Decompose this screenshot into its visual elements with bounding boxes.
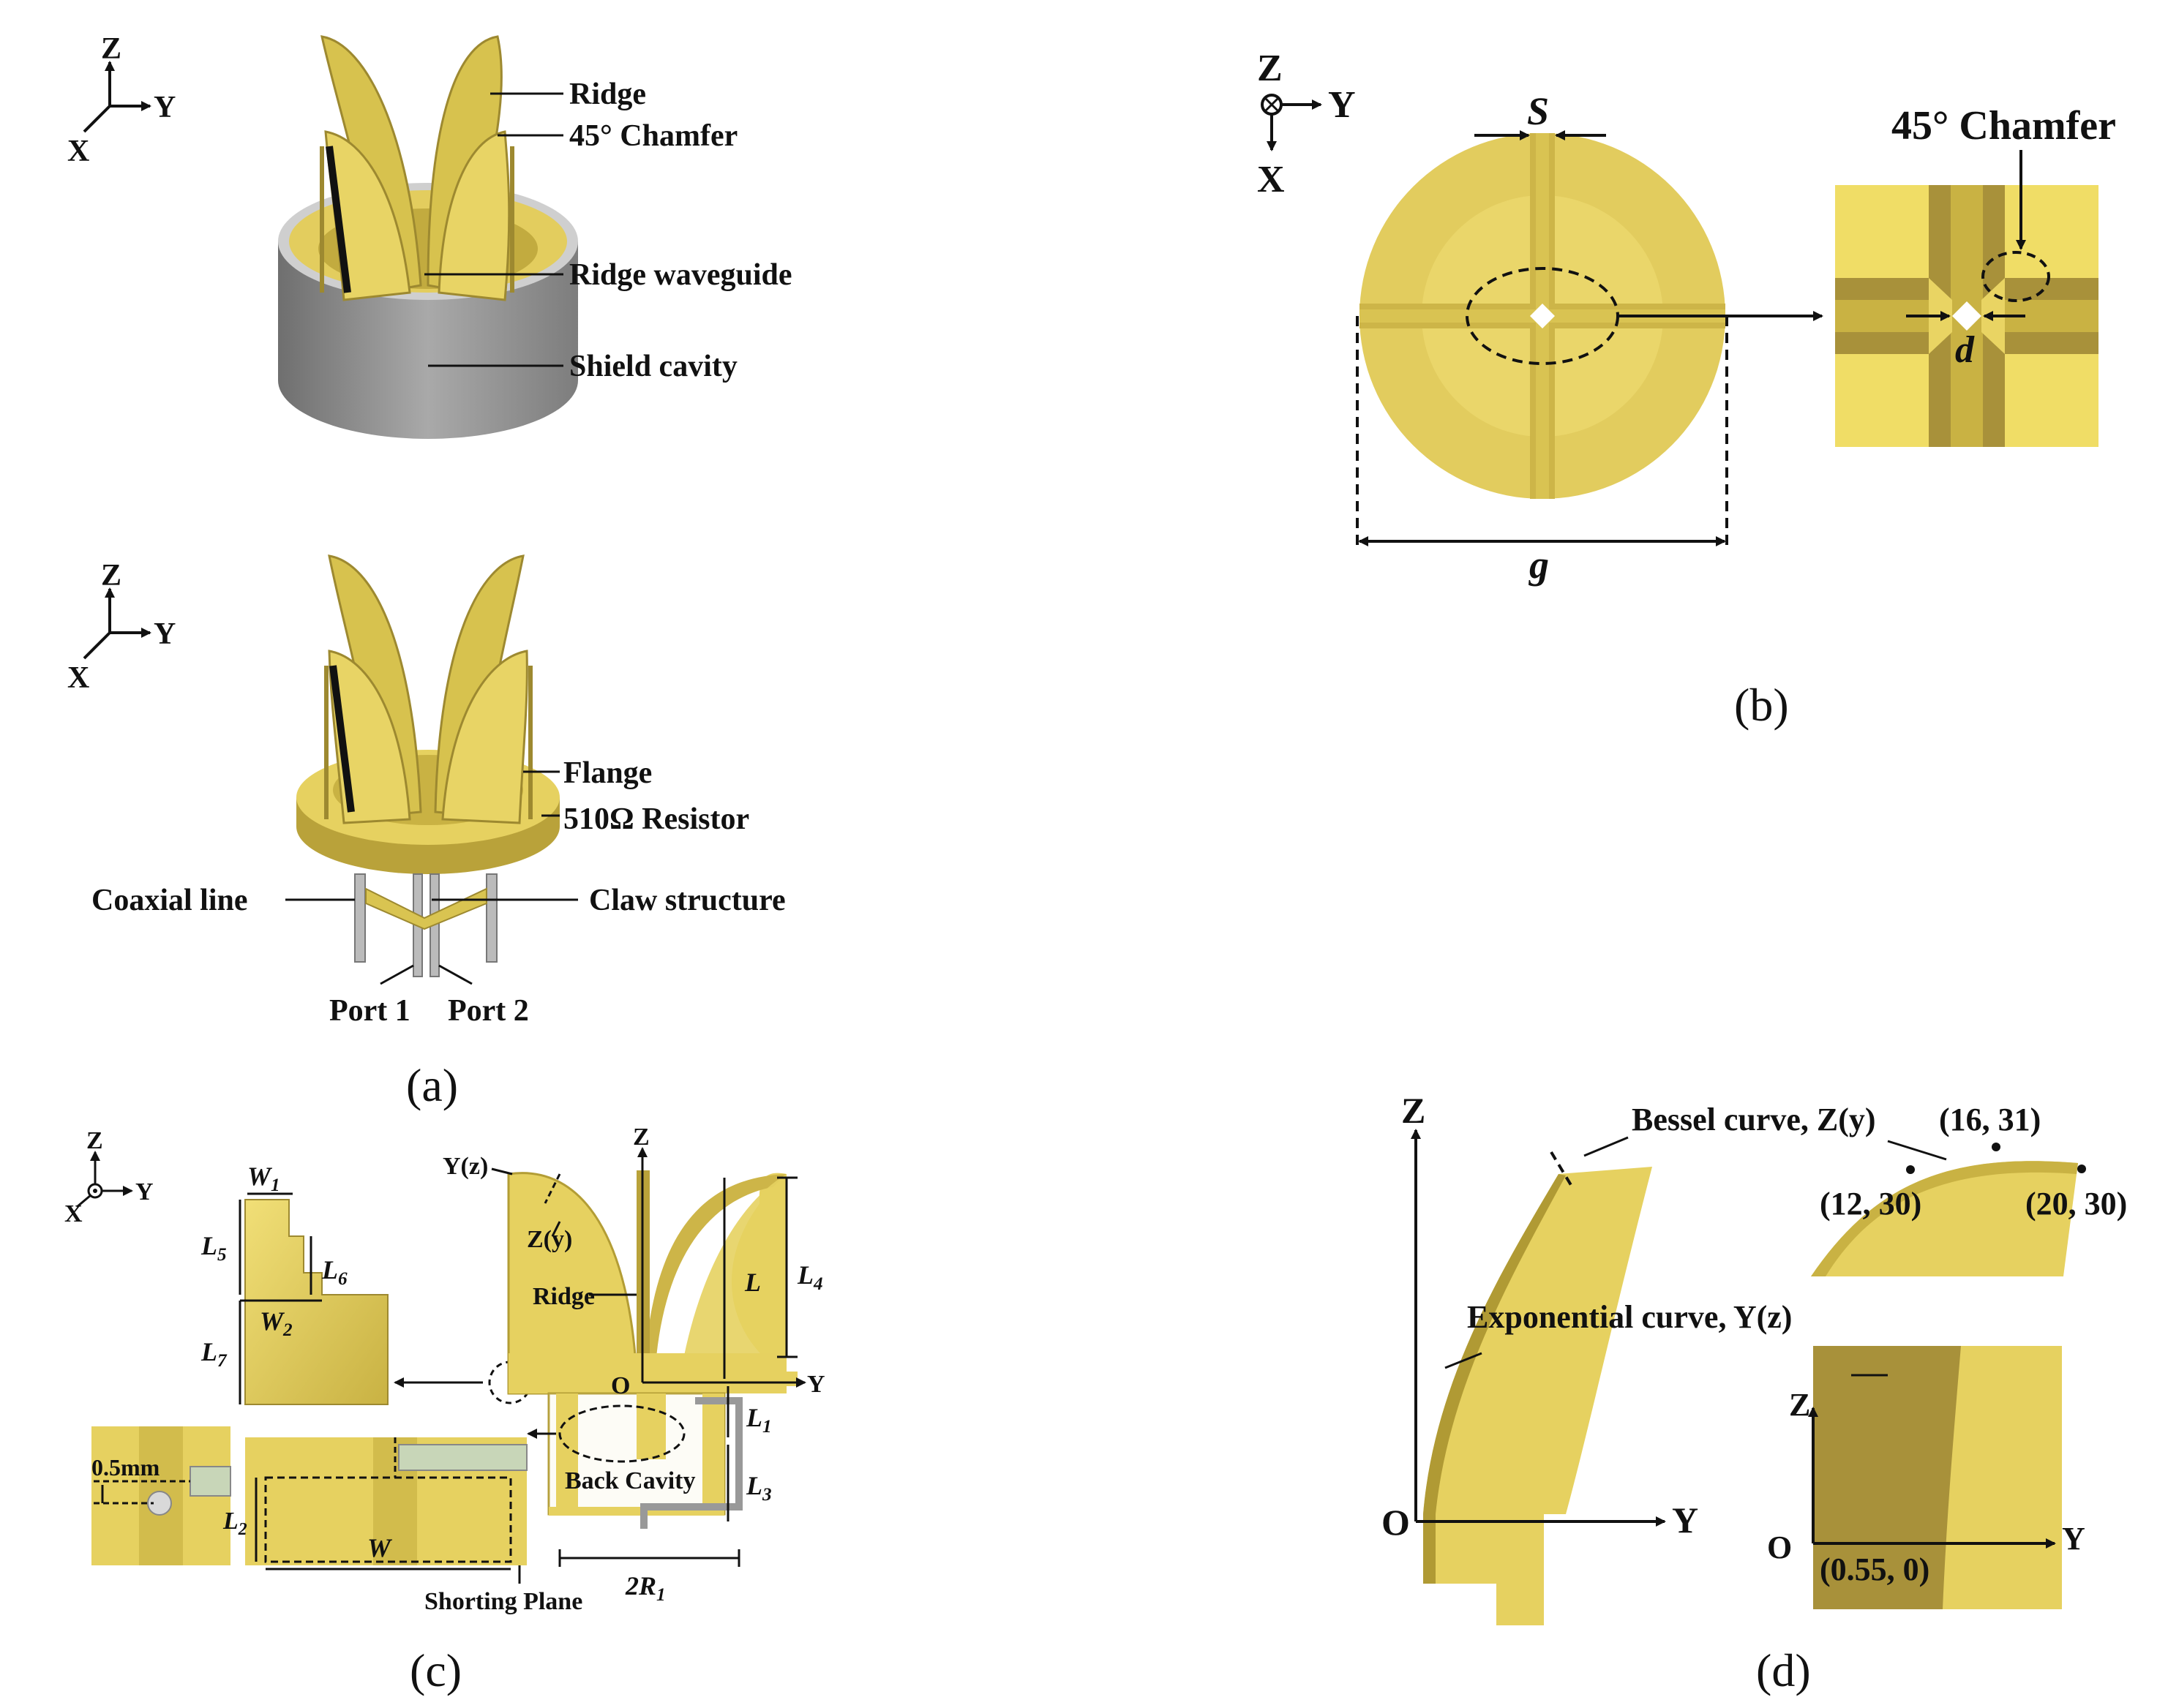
- label-chamfer-b: 45° Chamfer: [1891, 103, 2116, 148]
- label-z-d: Z: [1401, 1090, 1425, 1131]
- label-port-1: Port 1: [329, 994, 410, 1028]
- label-yz: Y(z): [443, 1153, 488, 1180]
- panel-a-top: Z Y X Ridge 45° Chamfer Ridge waveguide: [67, 32, 792, 439]
- label-o-d: O: [1381, 1502, 1410, 1543]
- panel-d: Z O Y Bessel curve, Z(y) Exponential cur…: [1381, 1090, 2127, 1696]
- axis-z-label: Z: [86, 1127, 103, 1154]
- label-port-2: Port 2: [448, 994, 529, 1028]
- panel-b: Z Y X S g: [1257, 48, 2116, 731]
- label-ridge-c: Ridge: [533, 1283, 595, 1310]
- ridges-drawing-top: [320, 35, 514, 301]
- axis-z-label: Z: [1257, 48, 1283, 89]
- claw-step-detail: [244, 1199, 389, 1405]
- label-l5: L5: [200, 1231, 227, 1265]
- ridge-profile-drawing: [1423, 1167, 1652, 1625]
- label-d: d: [1955, 329, 1975, 371]
- caption-c: (c): [410, 1644, 462, 1696]
- label-l3: L3: [746, 1471, 772, 1505]
- label-shorting-plane: Shorting Plane: [424, 1588, 582, 1615]
- label-z-c: Z: [633, 1124, 650, 1151]
- label-coaxial-line: Coaxial line: [91, 884, 248, 917]
- label-y-d: Y: [1672, 1500, 1698, 1540]
- panel-c: Z Y X W1 L5 L6 W2 L7: [64, 1124, 825, 1696]
- axis-x-label: X: [1257, 159, 1285, 200]
- shorting-plane-inset: [245, 1437, 528, 1565]
- label-l4: L4: [797, 1260, 823, 1294]
- top-view-disc: [1359, 133, 1725, 499]
- label-back-cavity: Back Cavity: [565, 1467, 696, 1494]
- label-g: g: [1529, 543, 1549, 587]
- label-p4: (0.55, 0): [1820, 1551, 1929, 1587]
- axis-triad-a-bottom: Z Y X: [67, 559, 176, 695]
- label-ridge-waveguide: Ridge waveguide: [569, 258, 792, 292]
- label-zy: Z(y): [527, 1226, 572, 1253]
- label-p1: (16, 31): [1939, 1102, 2041, 1137]
- label-w: W: [367, 1533, 393, 1562]
- label-resistor: 510Ω Resistor: [563, 802, 749, 836]
- label-0-5mm: 0.5mm: [91, 1454, 160, 1481]
- axis-triad-c: Z Y X: [64, 1127, 154, 1227]
- caption-d: (d): [1756, 1644, 1811, 1696]
- point-16-31: [1992, 1143, 2000, 1151]
- label-p2: (12, 30): [1820, 1186, 1921, 1222]
- label-z2-d: Z: [1789, 1387, 1810, 1423]
- zoom-inset-b: [1835, 185, 2098, 447]
- label-l2: L2: [222, 1508, 247, 1539]
- label-2r1: 2R1: [625, 1571, 666, 1605]
- label-exponential: Exponential curve, Y(z): [1467, 1299, 1792, 1335]
- axis-x-label: X: [67, 661, 89, 695]
- label-shield-cavity: Shield cavity: [569, 350, 738, 383]
- label-l: L: [744, 1268, 761, 1297]
- point-20-30: [2077, 1165, 2086, 1173]
- label-p3: (20, 30): [2025, 1186, 2127, 1222]
- point-12-30: [1906, 1165, 1915, 1174]
- axis-x-label: X: [64, 1200, 83, 1227]
- axis-y-label: Y: [1328, 84, 1356, 126]
- label-o2-d: O: [1767, 1530, 1792, 1565]
- label-o-c: O: [611, 1372, 630, 1399]
- label-y-c: Y: [807, 1371, 825, 1398]
- caption-a: (a): [406, 1059, 458, 1111]
- axis-z-label: Z: [101, 559, 121, 592]
- label-l6: L6: [321, 1255, 348, 1289]
- label-w1: W1: [247, 1162, 280, 1195]
- coax-detail-inset: [91, 1426, 231, 1565]
- label-bessel: Bessel curve, Z(y): [1632, 1102, 1876, 1137]
- label-chamfer: 45° Chamfer: [569, 119, 738, 153]
- label-ridge: Ridge: [569, 78, 646, 111]
- panel-a-bottom: Z Y X Flange: [67, 554, 786, 1111]
- axis-z-label: Z: [101, 32, 121, 66]
- label-l1: L1: [746, 1403, 772, 1437]
- axis-y-label: Y: [154, 91, 176, 124]
- axis-triad-a-top: Z Y X: [67, 32, 176, 168]
- label-s: S: [1527, 89, 1549, 133]
- label-y2-d: Y: [2062, 1521, 2085, 1557]
- axis-triad-b: Z Y X: [1257, 48, 1356, 200]
- label-w2: W2: [260, 1306, 293, 1340]
- bessel-curve-inset: [1811, 1161, 2078, 1276]
- label-flange: Flange: [563, 756, 652, 790]
- axis-y-label: Y: [135, 1178, 154, 1205]
- label-claw-structure: Claw structure: [589, 884, 786, 917]
- label-l7: L7: [200, 1337, 228, 1371]
- caption-b: (b): [1734, 679, 1789, 731]
- side-view-drawing: [507, 1170, 798, 1529]
- axis-x-label: X: [67, 135, 89, 168]
- antenna-drawing-bottom: [296, 554, 560, 977]
- axis-y-label: Y: [154, 617, 176, 651]
